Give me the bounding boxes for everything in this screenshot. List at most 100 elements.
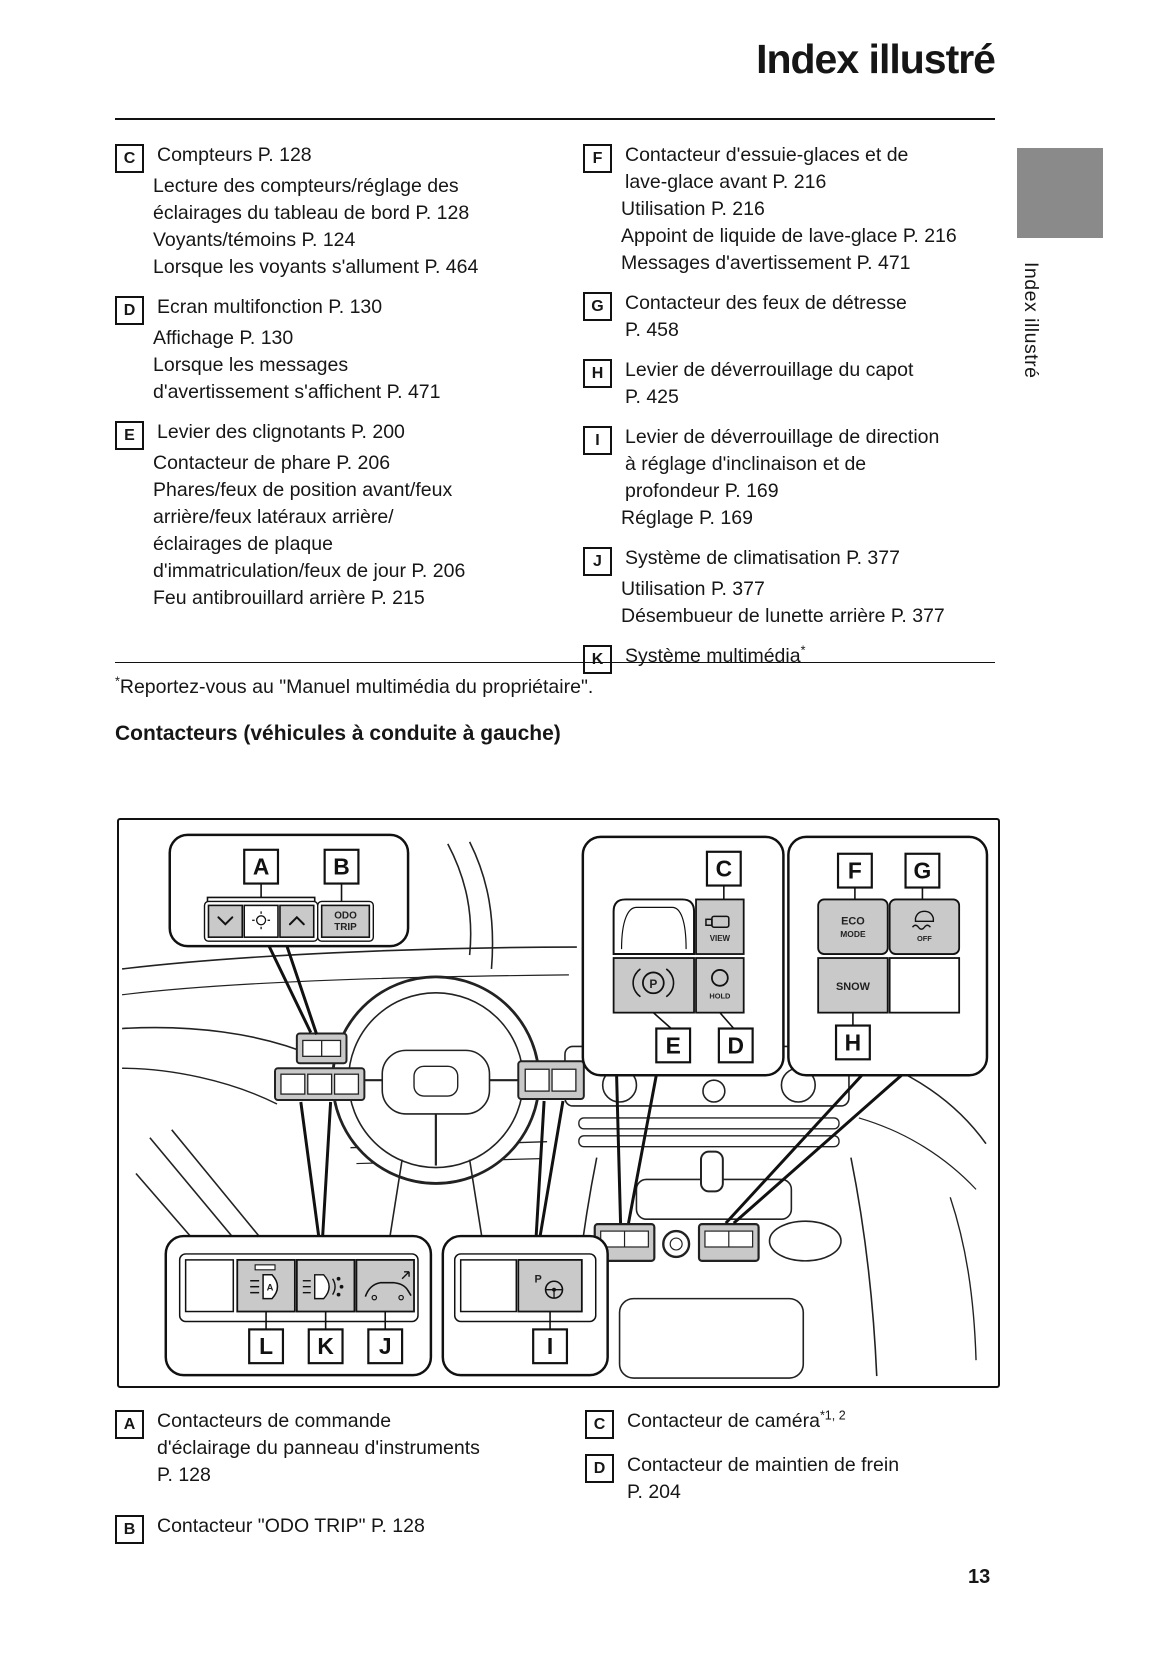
eco-mode-button bbox=[817, 898, 889, 955]
entry-sub: Messages d'avertissement P. 471 bbox=[621, 252, 911, 274]
dimmer-up-button bbox=[279, 904, 315, 938]
odo-trip-button bbox=[320, 904, 371, 938]
parking-brake-icon bbox=[632, 968, 675, 998]
chevron-up-icon bbox=[288, 915, 305, 926]
entry-sub: Appoint de liquide de lave-glace P. 216 bbox=[621, 225, 957, 247]
callout-ab-content: A B ODO TRIP bbox=[203, 848, 375, 942]
entry-sub: Lecture des compteurs/réglage des éclair… bbox=[153, 175, 470, 224]
entry-main: Système multimédia* bbox=[625, 643, 806, 667]
svg-text:SNOW: SNOW bbox=[836, 981, 871, 993]
letter-badge: B bbox=[115, 1515, 144, 1544]
brightness-button bbox=[243, 904, 279, 938]
section-divider bbox=[115, 662, 995, 663]
blank-switch bbox=[612, 898, 696, 956]
chapter-tab-label: Index illustré bbox=[1020, 262, 1042, 379]
letter-badge: G bbox=[583, 292, 612, 321]
entry-sub: Affichage P. 130 bbox=[153, 327, 294, 349]
brightness-icon bbox=[252, 911, 271, 930]
footnote-marker: * bbox=[115, 674, 120, 689]
entry-sub: Lorsque les voyants s'allument P. 464 bbox=[153, 256, 479, 278]
entry-sub: Phares/feux de position avant/feux arriè… bbox=[153, 479, 466, 582]
entry-sub: Lorsque les messages d'avertissement s'a… bbox=[153, 354, 441, 403]
legend-entry-a: A Contacteurs de commande d'éclairage du… bbox=[115, 1408, 555, 1489]
entry-main: Système de climatisation P. 377 bbox=[625, 547, 900, 569]
entry-sub: Utilisation P. 377 bbox=[621, 578, 765, 600]
dashboard-diagram: A B ODO TRIP C bbox=[117, 818, 1000, 1388]
legend-entry-d: D Contacteur de maintien de frein P. 204 bbox=[585, 1452, 985, 1506]
headlight-washer-icon bbox=[302, 1274, 344, 1300]
callout-letter-g: G bbox=[914, 858, 932, 884]
footnote: *Reportez-vous au "Manuel multimédia du … bbox=[115, 674, 594, 698]
steering-wheel bbox=[331, 975, 541, 1236]
entry-sub: Désembueur de lunette arrière P. 377 bbox=[621, 605, 945, 627]
dash-vent-slat bbox=[578, 1117, 840, 1130]
index-column-right: F Contacteur d'essuie-glaces et de lave-… bbox=[583, 142, 1001, 687]
stack-knob bbox=[702, 1079, 726, 1103]
index-entry-i: I Levier de déverrouillage de direction … bbox=[583, 424, 1001, 532]
center-console bbox=[568, 1150, 878, 1379]
power-tailgate-button bbox=[355, 1258, 415, 1313]
svg-text:TRIP: TRIP bbox=[334, 922, 357, 933]
svg-text:VIEW: VIEW bbox=[710, 934, 731, 943]
letter-badge: D bbox=[585, 1454, 614, 1483]
entry-sub: Voyants/témoins P. 124 bbox=[153, 229, 356, 251]
auto-high-beam-icon bbox=[250, 1274, 279, 1300]
dash-switch-panels bbox=[274, 1032, 760, 1262]
windshield-pillar-line bbox=[468, 841, 494, 970]
letter-badge: E bbox=[115, 421, 144, 450]
entry-sub: Réglage P. 169 bbox=[621, 507, 753, 529]
callout-fgh-content: F G ECO MODE OFF SNOW H bbox=[817, 852, 961, 1061]
callout-letter-k: K bbox=[317, 1333, 334, 1359]
entry-main: Contacteur de caméra*1, 2 bbox=[627, 1408, 846, 1432]
entry-main: Contacteur "ODO TRIP" P. 128 bbox=[157, 1515, 425, 1537]
gear-shifter bbox=[700, 1150, 724, 1193]
page-title: Index illustré bbox=[756, 36, 996, 82]
entry-main: Compteurs P. 128 bbox=[157, 144, 312, 166]
entry-main: Contacteur des feux de détresse P. 458 bbox=[625, 292, 907, 341]
callout-letter-e: E bbox=[666, 1032, 681, 1058]
index-entry-j: J Système de climatisation P. 377 Utilis… bbox=[583, 545, 1001, 630]
chapter-tab bbox=[1017, 148, 1103, 238]
callout-box-fgh bbox=[787, 835, 989, 1077]
legend-entry-b: B Contacteur "ODO TRIP" P. 128 bbox=[115, 1513, 555, 1544]
dash-vent-slat bbox=[578, 1135, 840, 1148]
power-tailgate-icon bbox=[364, 1271, 412, 1301]
callout-lkj-content: A L K J bbox=[178, 1253, 419, 1365]
instrument-light-panel bbox=[295, 1032, 348, 1065]
auto-high-beam-a: A bbox=[267, 1282, 274, 1293]
entry-main: Ecran multifonction P. 130 bbox=[157, 296, 383, 318]
index-entry-g: G Contacteur des feux de détresse P. 458 bbox=[583, 290, 1001, 344]
callout-letter-b: B bbox=[333, 854, 350, 880]
entry-sub: Contacteur de phare P. 206 bbox=[153, 452, 391, 474]
page-number: 13 bbox=[968, 1566, 991, 1588]
dimmer-down-button bbox=[207, 904, 244, 938]
callout-letter-f: F bbox=[848, 858, 862, 884]
svg-text:P: P bbox=[649, 977, 657, 991]
svg-text:HOLD: HOLD bbox=[709, 992, 731, 1001]
chevron-down-icon bbox=[217, 916, 234, 926]
svg-text:MODE: MODE bbox=[840, 929, 866, 939]
entry-main: Levier de déverrouillage du capot P. 425 bbox=[625, 359, 914, 408]
entry-sub: Utilisation P. 216 bbox=[621, 198, 765, 220]
index-entry-c: C Compteurs P. 128 Lecture des compteurs… bbox=[115, 142, 583, 281]
blank-switch bbox=[459, 1259, 518, 1313]
index-entry-k: K Système multimédia* bbox=[583, 643, 1001, 674]
console-switch-panel-right bbox=[697, 1223, 760, 1262]
horn-pad bbox=[413, 1065, 459, 1097]
footnote-marker: *1, 2 bbox=[819, 1408, 846, 1423]
lower-left-switch-panel bbox=[274, 1067, 366, 1102]
console-knob bbox=[662, 1229, 691, 1259]
camera-icon bbox=[705, 915, 730, 928]
letter-badge: D bbox=[115, 296, 144, 325]
entry-main: Contacteur de maintien de frein P. 204 bbox=[627, 1454, 900, 1503]
index-entry-d: D Ecran multifonction P. 130 Affichage P… bbox=[115, 294, 583, 406]
brake-hold-icon bbox=[711, 969, 729, 987]
index-columns: C Compteurs P. 128 Lecture des compteurs… bbox=[115, 142, 1005, 687]
legend-column-right: C Contacteur de caméra*1, 2 D Contacteur… bbox=[585, 1408, 985, 1519]
letter-badge: C bbox=[585, 1410, 614, 1439]
entry-main: Levier des clignotants P. 200 bbox=[157, 421, 405, 443]
letter-badge: I bbox=[583, 426, 612, 455]
index-entry-e: E Levier des clignotants P. 200 Contacte… bbox=[115, 419, 583, 612]
callout-box-ced bbox=[581, 835, 785, 1077]
svg-text:ODO: ODO bbox=[334, 910, 357, 921]
